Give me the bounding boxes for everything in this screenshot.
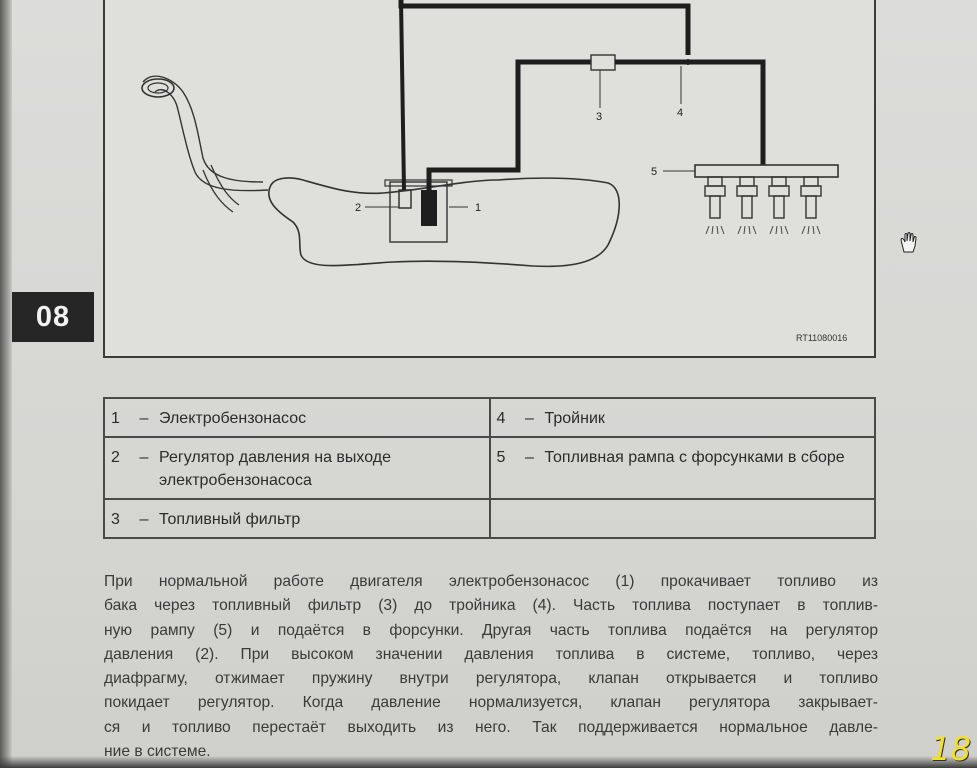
fuel-rail	[694, 164, 839, 178]
filler-neck	[142, 75, 264, 183]
body-line: ние в системе.	[104, 743, 211, 761]
body-paragraph: При нормальной работе двигателя электроб…	[104, 570, 878, 764]
legend-number: 1	[111, 410, 120, 427]
pressure-regulator	[398, 189, 412, 209]
callout-2: 2	[355, 202, 361, 214]
return-line	[399, 0, 406, 191]
legend-dash: –	[525, 449, 534, 466]
legend-number: 5	[496, 449, 506, 466]
callout-1: 1	[475, 202, 481, 214]
legend-cell: 3 – Топливный фильтр	[103, 498, 491, 539]
page-number: 18	[930, 730, 971, 768]
body-line: бака через топливный фильтр (3) до тройн…	[104, 597, 878, 615]
bottom-shadow	[0, 756, 977, 768]
legend-dash: –	[139, 449, 149, 466]
legend-text: Топливный фильтр	[159, 511, 301, 528]
fuel-system-diagram: 1 2 3 4 5	[141, 0, 839, 268]
hand-cursor-icon	[900, 232, 917, 253]
legend-text: Электробензонасос	[159, 410, 307, 427]
body-line: ную рампу (5) и подаётся в форсунки. Дру…	[104, 621, 878, 639]
body-line: При нормальной работе двигателя электроб…	[104, 573, 878, 590]
legend-cell: 4 – Тройник	[488, 397, 876, 438]
chapter-tab: 08	[12, 292, 94, 342]
injectors	[704, 176, 822, 219]
body-line: давления (2). При высоком значении давле…	[104, 645, 878, 663]
fuel-tank	[268, 177, 620, 268]
legend-dash: –	[139, 410, 149, 427]
legend-row: 3 – Топливный фильтр	[103, 498, 876, 539]
page-edge-shadow	[0, 0, 12, 768]
legend-text: Тройник	[544, 410, 605, 427]
vent-hose	[202, 169, 234, 213]
supply-line	[426, 59, 591, 190]
fuel-filter	[590, 54, 616, 71]
callout-5: 5	[651, 166, 657, 178]
pump-module	[389, 181, 448, 243]
fuel-pump	[421, 190, 437, 226]
filler-cap	[141, 78, 175, 98]
tee	[685, 59, 691, 65]
body-line: диафрагму, отжимает пружину внутри регул…	[104, 670, 878, 688]
legend-dash: –	[139, 511, 149, 528]
legend-number: 2	[111, 449, 120, 466]
legend-cell-empty	[488, 498, 876, 539]
legend-text: Регулятор давления на выходе электробенз…	[159, 449, 392, 489]
callout-3: 3	[596, 111, 602, 123]
spray-marks	[705, 225, 821, 235]
callout-4: 4	[677, 107, 683, 119]
legend-cell: 1 – Электробензонасос	[103, 397, 491, 438]
legend-cell: 5 – Топливная рампа с форсунками в сборе	[488, 436, 876, 500]
legend-number: 3	[111, 511, 120, 528]
legend-row: 2 – Регулятор давления на выходе электро…	[103, 436, 876, 500]
legend-dash: –	[525, 410, 534, 427]
body-line: покидает регулятор. Когда давление норма…	[104, 694, 878, 712]
figure-code: RT11080016	[796, 333, 848, 343]
legend-text: Топливная рампа с форсунками в сборе	[544, 449, 845, 466]
legend-number: 4	[496, 410, 506, 427]
legend-row: 1 – Электробензонасос 4 – Тройник	[103, 397, 876, 438]
legend-table: 1 – Электробензонасос 4 – Тройник 2 – Ре…	[103, 397, 876, 539]
body-line: ся и топливо перестаёт выходить из него.…	[104, 718, 878, 736]
legend-cell: 2 – Регулятор давления на выходе электро…	[103, 436, 491, 500]
